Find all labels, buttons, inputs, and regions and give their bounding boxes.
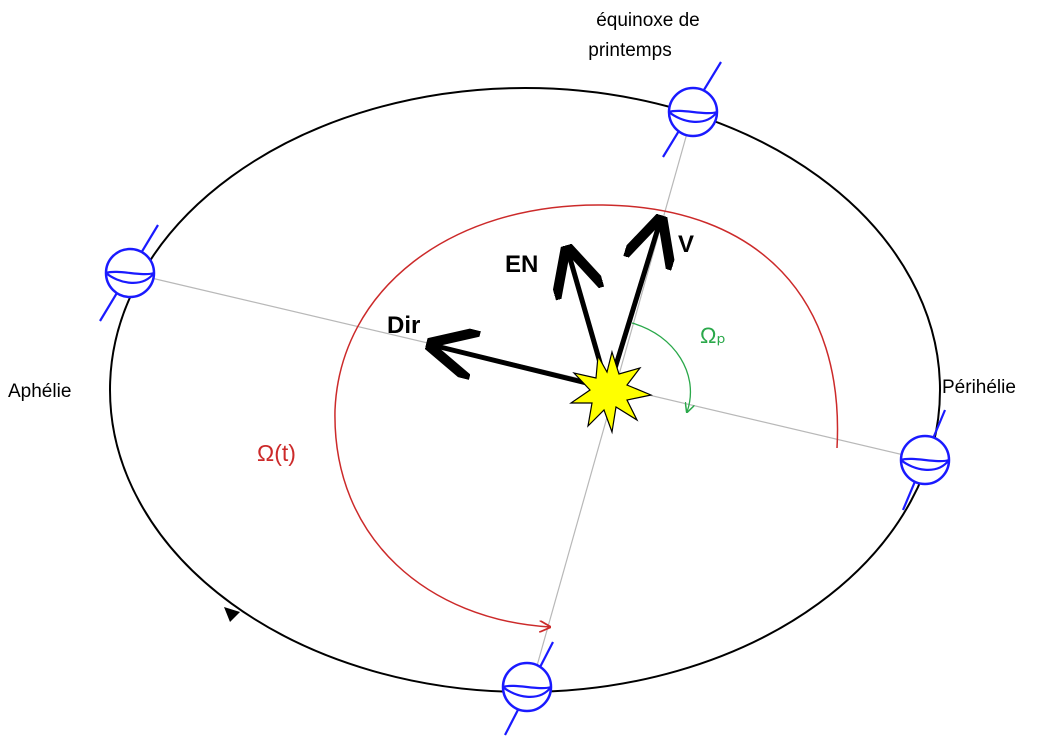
orbit-ellipse [109, 87, 941, 693]
vector-v [609, 225, 659, 379]
omega-t-arc [334, 204, 839, 627]
dir-label: Dir [387, 312, 420, 339]
aphelion-label: Aphélie [8, 381, 71, 402]
sun-icon [569, 349, 654, 435]
vector-dir [436, 346, 604, 390]
en-label: EN [505, 251, 538, 278]
earth-icon [662, 61, 722, 158]
earth-icon [899, 409, 951, 511]
omega-t-label: Ω(t) [257, 440, 296, 466]
v-label: V [678, 231, 694, 258]
omega-p-arc [631, 322, 690, 412]
earth-icon [99, 224, 159, 322]
perihelion-label: Périhélie [942, 377, 1016, 398]
earth-icon [501, 641, 554, 736]
omega-p-label: Ωₚ [700, 323, 726, 348]
equinox-label-line1: équinoxe de [596, 10, 700, 31]
orbit-direction-arrow [224, 607, 240, 622]
equinox-label-line2: printemps [588, 40, 671, 61]
